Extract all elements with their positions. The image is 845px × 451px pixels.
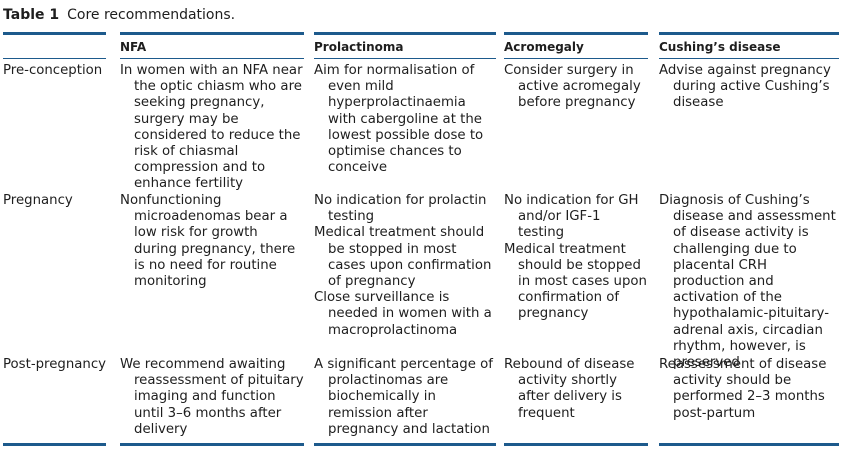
table-cell: Rebound of disease activity shortly afte…	[504, 357, 648, 422]
cell-entry: In women with an NFA near the optic chia…	[120, 63, 303, 192]
cell-entry: Medical treatment should be stopped in m…	[504, 241, 647, 322]
table-title: Core recommendations.	[67, 7, 236, 23]
column-top-rule	[314, 32, 496, 35]
column-header-rule	[659, 58, 839, 59]
row-label-pre-conception: Pre-conception	[3, 63, 103, 78]
cell-entry: Diagnosis of Cushing’s disease and asses…	[659, 193, 836, 371]
table-cell: Nonfunctioning microadenomas bear a low …	[120, 193, 304, 290]
column-header-prolactinoma: Prolactinoma	[314, 40, 404, 54]
cell-entry: Aim for normalisation of even mild hyper…	[314, 63, 484, 176]
table-cell: Diagnosis of Cushing’s disease and asses…	[659, 193, 839, 371]
column-header-nfa: NFA	[120, 40, 147, 54]
table-caption: Table 1 Core recommendations.	[3, 5, 235, 25]
column-bottom-rule	[314, 443, 496, 446]
column-cushings-disease: Cushing’s disease Advise against pregnan…	[659, 32, 839, 446]
table-cell: Aim for normalisation of even mild hyper…	[314, 63, 496, 176]
cell-entry: No indication for GH and/or IGF-1 testin…	[504, 193, 639, 241]
table-number: Table 1	[3, 7, 60, 23]
cell-entry: No indication for prolactin testing	[314, 193, 487, 225]
column-header-rule	[3, 58, 106, 59]
column-header-acromegaly: Acromegaly	[504, 40, 584, 54]
column-header-rule	[504, 58, 648, 59]
row-label-pregnancy: Pregnancy	[3, 193, 73, 208]
table-cell: A significant percentage of prolactinoma…	[314, 357, 496, 438]
column-top-rule	[120, 32, 304, 35]
cell-entry: We recommend awaiting reassessment of pi…	[120, 357, 304, 437]
column-prolactinoma: Prolactinoma Aim for normalisation of ev…	[314, 32, 496, 446]
table-cell: Reassessment of disease activity should …	[659, 357, 839, 422]
table-cell: We recommend awaiting reassessment of pi…	[120, 357, 304, 438]
column-header-cushings-disease: Cushing’s disease	[659, 40, 781, 54]
column-top-rule	[3, 32, 106, 35]
column-row-labels: Pre-conception Pregnancy Post-pregnancy	[3, 32, 106, 446]
column-top-rule	[504, 32, 648, 35]
cell-entry: Advise against pregnancy during active C…	[659, 63, 831, 111]
table-cell: In women with an NFA near the optic chia…	[120, 63, 304, 193]
column-bottom-rule	[504, 443, 648, 446]
table-cell: Advise against pregnancy during active C…	[659, 63, 839, 112]
column-header-rule	[314, 58, 496, 59]
cell-entry: Close surveillance is needed in women wi…	[314, 290, 492, 338]
column-bottom-rule	[3, 443, 106, 446]
table-cell: Consider surgery in active acromegaly be…	[504, 63, 648, 112]
column-top-rule	[659, 32, 839, 35]
table-cell: No indication for GH and/or IGF-1 testin…	[504, 193, 648, 323]
cell-entry: A significant percentage of prolactinoma…	[314, 357, 493, 437]
column-acromegaly: Acromegaly Consider surgery in active ac…	[504, 32, 648, 446]
cell-entry: Reassessment of disease activity should …	[659, 357, 827, 421]
row-label-post-pregnancy: Post-pregnancy	[3, 357, 107, 372]
column-nfa: NFA In women with an NFA near the optic …	[120, 32, 304, 446]
column-bottom-rule	[120, 443, 304, 446]
column-header-rule	[120, 58, 304, 59]
cell-entry: Consider surgery in active acromegaly be…	[504, 63, 641, 111]
cell-entry: Nonfunctioning microadenomas bear a low …	[120, 193, 296, 290]
cell-entry: Rebound of disease activity shortly afte…	[504, 357, 635, 421]
cell-entry: Medical treatment should be stopped in m…	[314, 225, 492, 290]
column-bottom-rule	[659, 443, 839, 446]
